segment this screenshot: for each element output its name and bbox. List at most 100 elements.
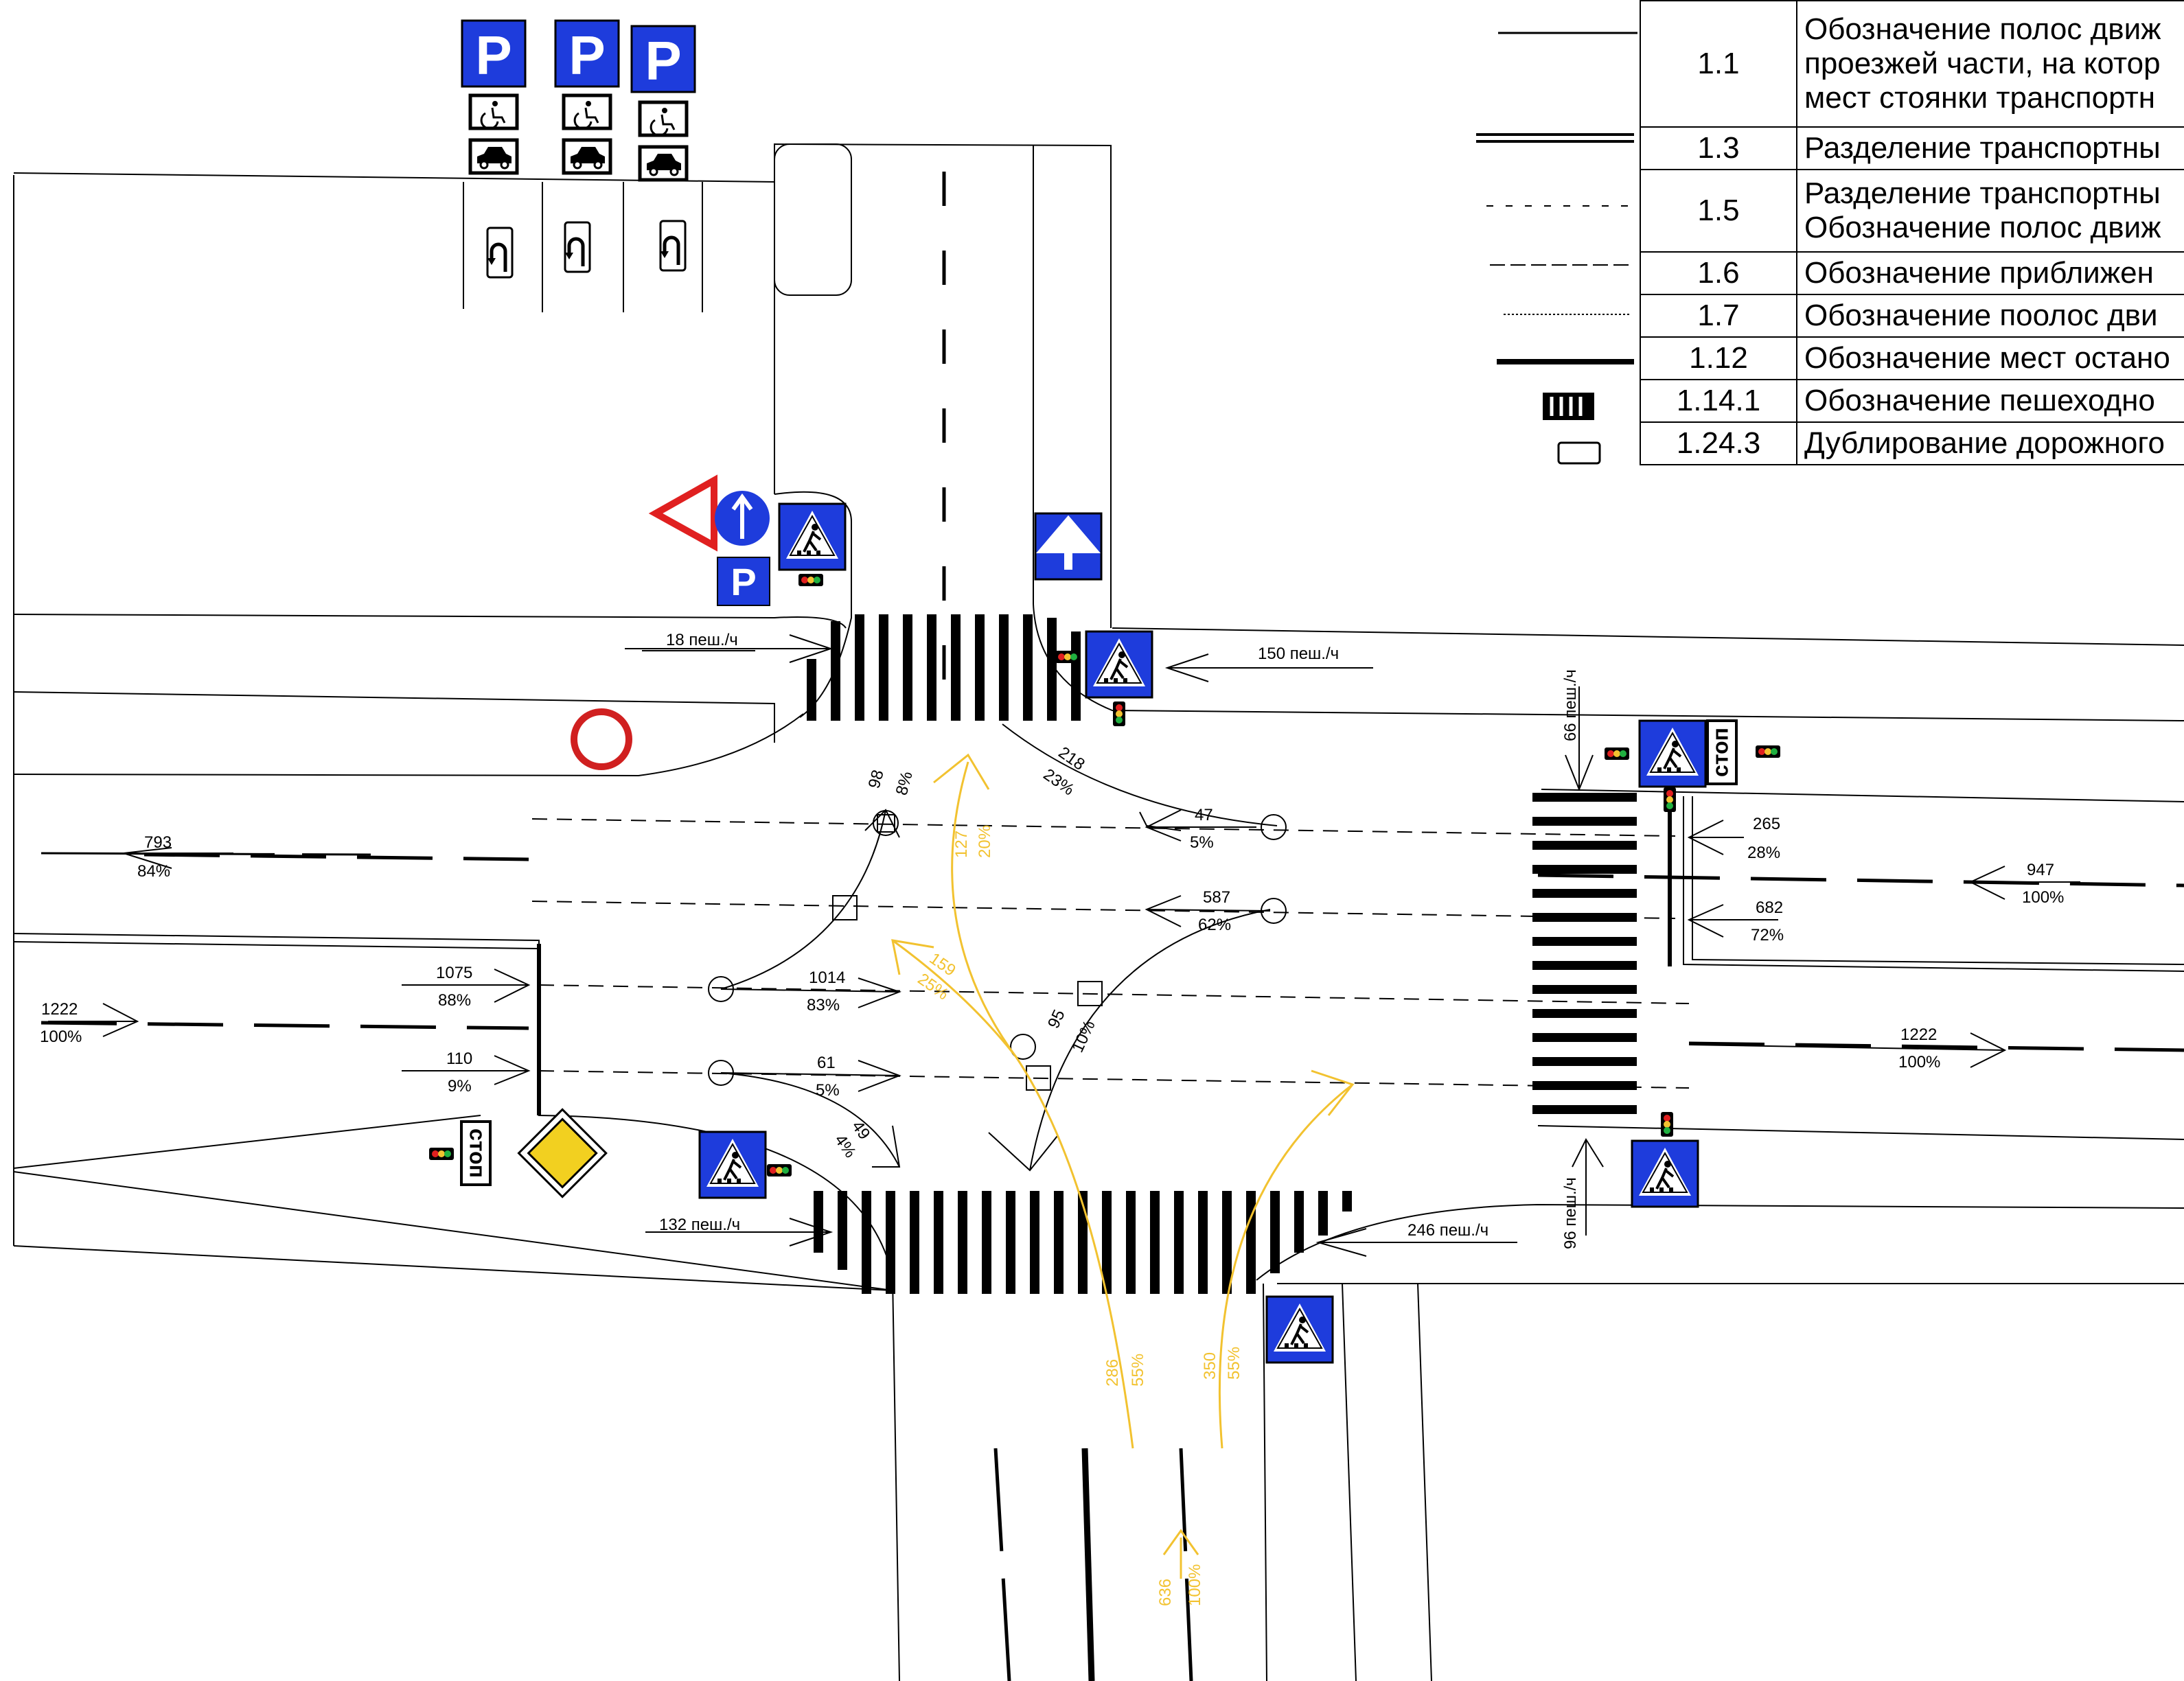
flow-west-lane1-pct: 88% [438, 991, 471, 1010]
flow-west-in-pct: 100% [40, 1028, 82, 1046]
stop-lines [537, 796, 1672, 1115]
legend-line: Обозначение полос движ [1804, 211, 2161, 244]
legend-row: 1.5 Разделение транспортны Обозначение п… [1640, 169, 2184, 253]
legend-row: 1.12 Обозначение мест остано [1640, 336, 2184, 380]
parking-letter-2: P [568, 25, 605, 86]
legend-row: 1.3 Разделение транспортны [1640, 126, 2184, 170]
ped-label-e-bottom: 96 пеш./ч [1561, 1177, 1580, 1249]
pedestrian-crossing-icon [698, 1131, 767, 1199]
flow-west-out-value: 793 [144, 833, 172, 852]
uturn-icon [565, 222, 590, 272]
legend-description: Разделение транспортны [1796, 126, 2184, 170]
traffic-light-icon [1756, 745, 1780, 758]
legend-row: 1.24.3 Дублирование дорожного [1640, 421, 2184, 465]
flow-west-lane1-value: 1075 [436, 964, 472, 982]
flow-south-left-pct: 55% [1129, 1354, 1147, 1387]
flow-arrows [48, 634, 2080, 1257]
flow-west-lane2-value: 110 [446, 1050, 472, 1068]
car-icon [470, 140, 517, 173]
flow-through1-value: 1014 [809, 969, 845, 987]
flow-south-in-value: 636 [1156, 1579, 1175, 1606]
legend-code: 1.5 [1640, 169, 1797, 253]
pedestrian-crossing-icon [1638, 719, 1707, 788]
flow-south-right-pct: 55% [1225, 1347, 1243, 1380]
flow-east-through2-value: 587 [1203, 888, 1230, 907]
ped-label-nw: 18 пеш./ч [666, 631, 738, 649]
car-icon [564, 140, 610, 173]
traffic-light-icon [1113, 702, 1125, 726]
legend-description: Обозначение поолос дви [1796, 294, 2184, 338]
parking-signs: P P P [461, 19, 696, 277]
pedestrian-labels: 18 пеш./ч 150 пеш./ч 66 пеш./ч 132 пеш./… [642, 631, 1580, 1249]
traffic-light-icon [1661, 1112, 1673, 1137]
stop-text-east: стоп [1708, 728, 1732, 777]
flow-east-left-south-value: 95 [1044, 1007, 1069, 1032]
legend-line: Обозначение полос движ [1804, 12, 2161, 46]
legend-symbols [1476, 32, 1637, 465]
legend-description: Обозначение приближен [1796, 251, 2184, 295]
flow-left-north1-value: 98 [865, 768, 888, 791]
legend-description: Обозначение мест остано [1796, 336, 2184, 380]
disabled-icon [564, 95, 610, 128]
flow-east-left-north-value: 218 [1055, 743, 1088, 774]
flow-labels: 793 84% 1222 100% 1075 88% 110 9% 1014 8… [40, 743, 2064, 1161]
flow-west-in-value: 1222 [41, 1000, 78, 1019]
legend-code: 1.12 [1640, 336, 1797, 380]
pedestrian-crossing-icon [1085, 630, 1153, 699]
parking-letter-3: P [645, 30, 681, 91]
legend-description: Обозначение пешеходно [1796, 379, 2184, 423]
flow-south-north-value: 127 [952, 831, 971, 858]
traffic-light-icon [429, 1148, 454, 1160]
flow-east-out-pct: 100% [1898, 1053, 1940, 1071]
flow-east-out-value: 1222 [1900, 1025, 1937, 1044]
flow-west-lane2-pct: 9% [448, 1077, 472, 1095]
flow-south-north-pct: 20% [976, 825, 994, 858]
traffic-light-icon [1664, 787, 1676, 812]
flow-through2-value: 61 [817, 1054, 836, 1072]
legend-code: 1.14.1 [1640, 379, 1797, 423]
flow-east-in-value: 947 [2027, 861, 2054, 879]
uturn-icon [487, 228, 512, 277]
legend-code: 1.24.3 [1640, 421, 1797, 465]
stop-sign-east [1706, 719, 1738, 785]
legend-row: 1.1 Обозначение полос движ проезжей част… [1640, 0, 2184, 128]
flow-east-in-pct: 100% [2022, 888, 2064, 907]
flow-south-in-pct: 100% [1186, 1564, 1204, 1606]
legend-description: Разделение транспортны Обозначение полос… [1796, 169, 2184, 253]
legend-code: 1.3 [1640, 126, 1797, 170]
legend-code: 1.7 [1640, 294, 1797, 338]
flow-south-right-value: 350 [1201, 1352, 1219, 1380]
disabled-icon [640, 102, 687, 135]
traffic-light-icon [1055, 651, 1080, 663]
legend-row: 1.7 Обозначение поолос дви [1640, 294, 2184, 338]
ped-label-se: 246 пеш./ч [1407, 1221, 1488, 1240]
pedestrian-crossing-icon [1265, 1295, 1334, 1364]
car-icon [640, 147, 687, 180]
legend-description: Дублирование дорожного [1796, 421, 2184, 465]
legend-code: 1.6 [1640, 251, 1797, 295]
flow-through1-pct: 83% [807, 996, 840, 1015]
pedestrian-crossing-icon [1631, 1139, 1699, 1208]
legend-line: мест стоянки транспортн [1804, 81, 2156, 115]
traffic-light-icon [798, 574, 823, 586]
uturn-icon [660, 221, 685, 270]
flow-east-lane1-value: 265 [1753, 815, 1780, 833]
stop-sign-west [460, 1120, 492, 1186]
yellow-flows [891, 753, 1355, 1579]
parking-letter-4: P [731, 560, 756, 603]
flow-east-left-north-pct: 23% [1040, 765, 1078, 800]
flow-east-left-south-pct: 10% [1068, 1018, 1099, 1056]
crosswalk-east [1532, 793, 1637, 1114]
crosswalk-south [814, 1191, 1352, 1294]
legend-code: 1.1 [1640, 0, 1797, 128]
pedestrian-crossing-icon [778, 502, 847, 571]
road-signs: P стоп стоп [429, 474, 1780, 1364]
lane-markings [41, 172, 2184, 1681]
flow-left-north1-pct: 8% [893, 769, 917, 797]
legend-row: 1.14.1 Обозначение пешеходно [1640, 379, 2184, 423]
flow-east-through1-pct: 5% [1190, 833, 1214, 852]
flow-east-through1-value: 47 [1195, 806, 1213, 824]
flow-east-through2-pct: 62% [1198, 916, 1231, 934]
yield-sign [648, 474, 717, 552]
